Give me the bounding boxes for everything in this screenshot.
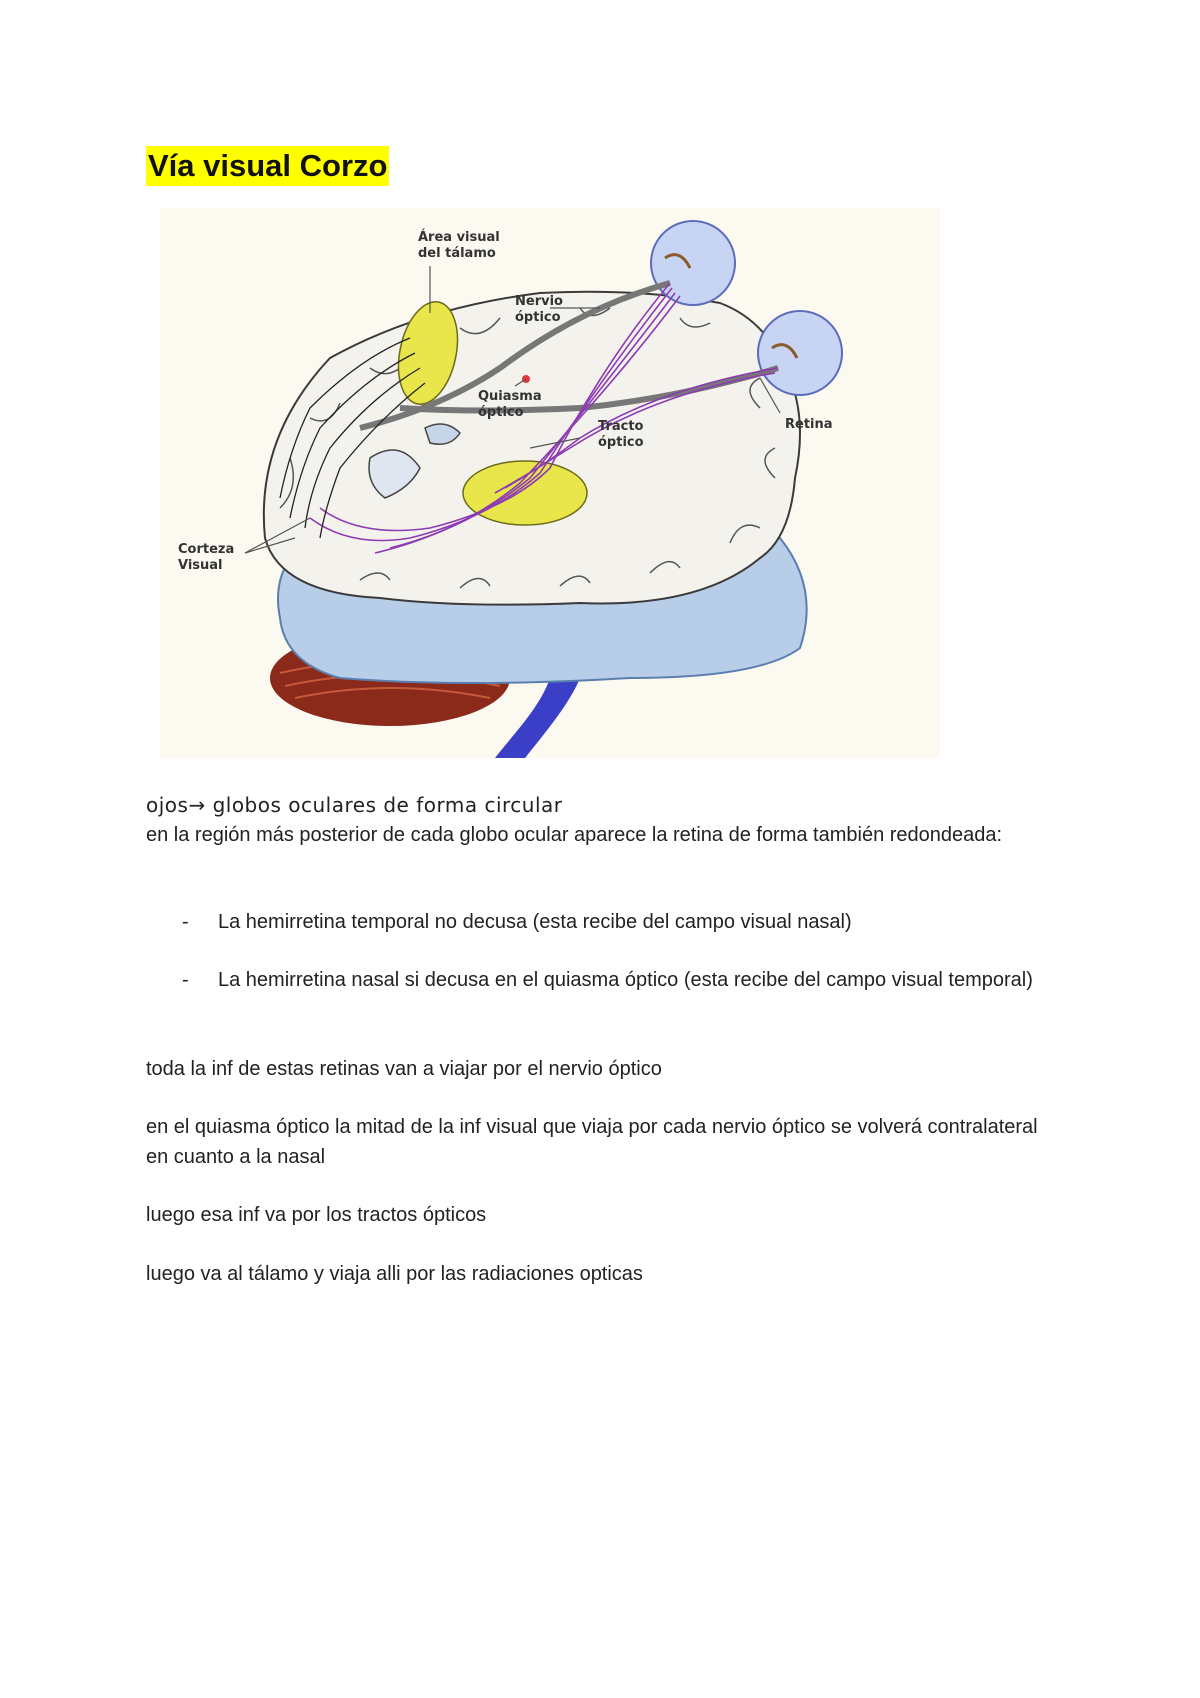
left-eye [650,220,736,306]
optic-nerve-left [359,280,671,431]
thalamus-nucleus [462,460,588,526]
paragraph: en el quiasma óptico la mitad de la inf … [146,1116,1038,1168]
label-quiasma: Quiasma [478,389,542,404]
lead-line: ojos→ globos oculares de forma circular [146,793,563,817]
label-tracto-optico: óptico [598,435,644,450]
optic-tracts [309,282,779,554]
label-nervio-optico: óptico [515,310,561,325]
paragraph: luego esa inf va por los tractos ópticos [146,1204,487,1226]
bullet-marker: - [182,969,189,991]
paragraph: luego va al tálamo y viaja alli por las … [146,1263,643,1285]
bullet-marker: - [182,911,189,933]
label-del-talamo: del tálamo [418,246,496,261]
optic-radiations [279,337,426,539]
visual-pathway-figure: Área visual del tálamo Nervio óptico Qui… [160,208,940,758]
label-tracto: Tracto [598,419,644,434]
label-nervio: Nervio [515,294,563,309]
thalamic-visual-area [397,301,459,405]
bullet-text: La hemirretina temporal no decusa (esta … [218,911,852,933]
brain-diagram: Área visual del tálamo Nervio óptico Qui… [160,208,940,758]
brainstem [495,678,580,758]
label-visual: Visual [178,558,223,573]
label-corteza: Corteza [178,542,234,557]
intro-paragraph: en la región más posterior de cada globo… [146,824,1003,846]
paragraph: toda la inf de estas retinas van a viaja… [146,1058,662,1080]
right-eye [757,310,843,396]
bullet-text: La hemirretina nasal si decusa en el qui… [218,969,1033,991]
page-title: Vía visual Corzo [146,146,390,186]
label-area-visual: Área visual [418,229,500,245]
label-retina: Retina [785,417,833,432]
label-quiasma-optico: óptico [478,405,524,420]
